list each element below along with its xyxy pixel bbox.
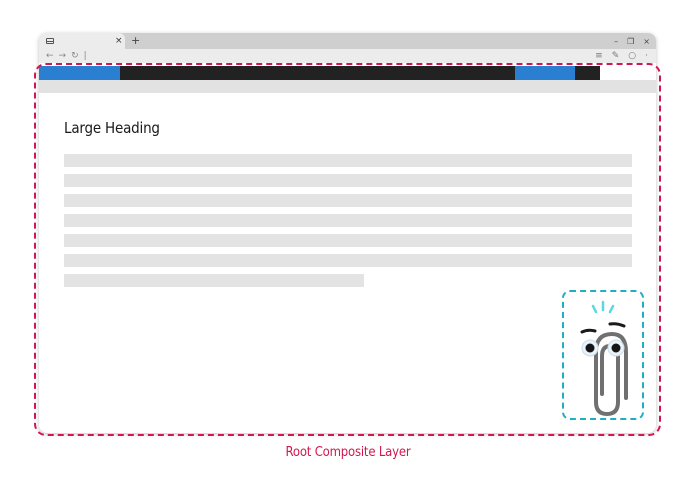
address-divider: | <box>83 51 87 61</box>
forward-icon[interactable]: → <box>58 51 67 61</box>
minimize-button[interactable]: – <box>614 36 619 46</box>
browser-toolbar: ← → ↻ | ≡ ✎ ○ · <box>39 49 656 63</box>
sparkle-lines <box>591 300 615 314</box>
window-controls: – ❐ × <box>614 33 650 49</box>
text-line-placeholder <box>64 174 632 187</box>
browser-window: × + – ❐ × ← → ↻ | ≡ ✎ ○ · Large Heading <box>39 33 656 433</box>
text-line-placeholder <box>64 214 632 227</box>
nav-band <box>39 80 656 93</box>
eyebrows <box>580 322 626 334</box>
tab-close-button[interactable]: × <box>115 36 123 46</box>
tab-strip: × + – ❐ × <box>39 33 656 49</box>
reload-icon[interactable]: ↻ <box>71 51 79 61</box>
notes-icon[interactable]: ✎ <box>611 51 620 61</box>
search-icon[interactable]: ○ <box>628 51 637 61</box>
page-heading: Large Heading <box>64 119 160 137</box>
text-line-placeholder <box>64 194 632 207</box>
eyes <box>581 339 625 357</box>
maximize-button[interactable]: ❐ <box>627 36 635 46</box>
tab-page-icon <box>46 38 54 44</box>
site-header-bar <box>39 66 600 80</box>
header-button-block <box>515 66 575 80</box>
text-line-placeholder <box>64 254 632 267</box>
menu-icon[interactable]: ≡ <box>595 51 603 61</box>
toolbar-tools: ≡ ✎ ○ · <box>595 50 648 62</box>
text-line-placeholder <box>64 154 632 167</box>
root-layer-caption: Root Composite Layer <box>285 445 411 460</box>
text-line-placeholder <box>64 234 632 247</box>
browser-tab[interactable]: × <box>39 33 125 49</box>
close-window-button[interactable]: × <box>643 36 650 46</box>
header-logo-block <box>39 66 120 80</box>
nav-buttons: ← → ↻ | <box>46 50 87 62</box>
back-icon[interactable]: ← <box>46 51 54 61</box>
clippy-layer-outline <box>562 290 644 420</box>
paperclip-mascot-icon <box>580 300 628 416</box>
root-composite-layer-outline <box>34 63 661 436</box>
more-icon[interactable]: · <box>645 51 648 61</box>
new-tab-button[interactable]: + <box>131 34 141 47</box>
text-line-placeholder <box>64 274 364 287</box>
